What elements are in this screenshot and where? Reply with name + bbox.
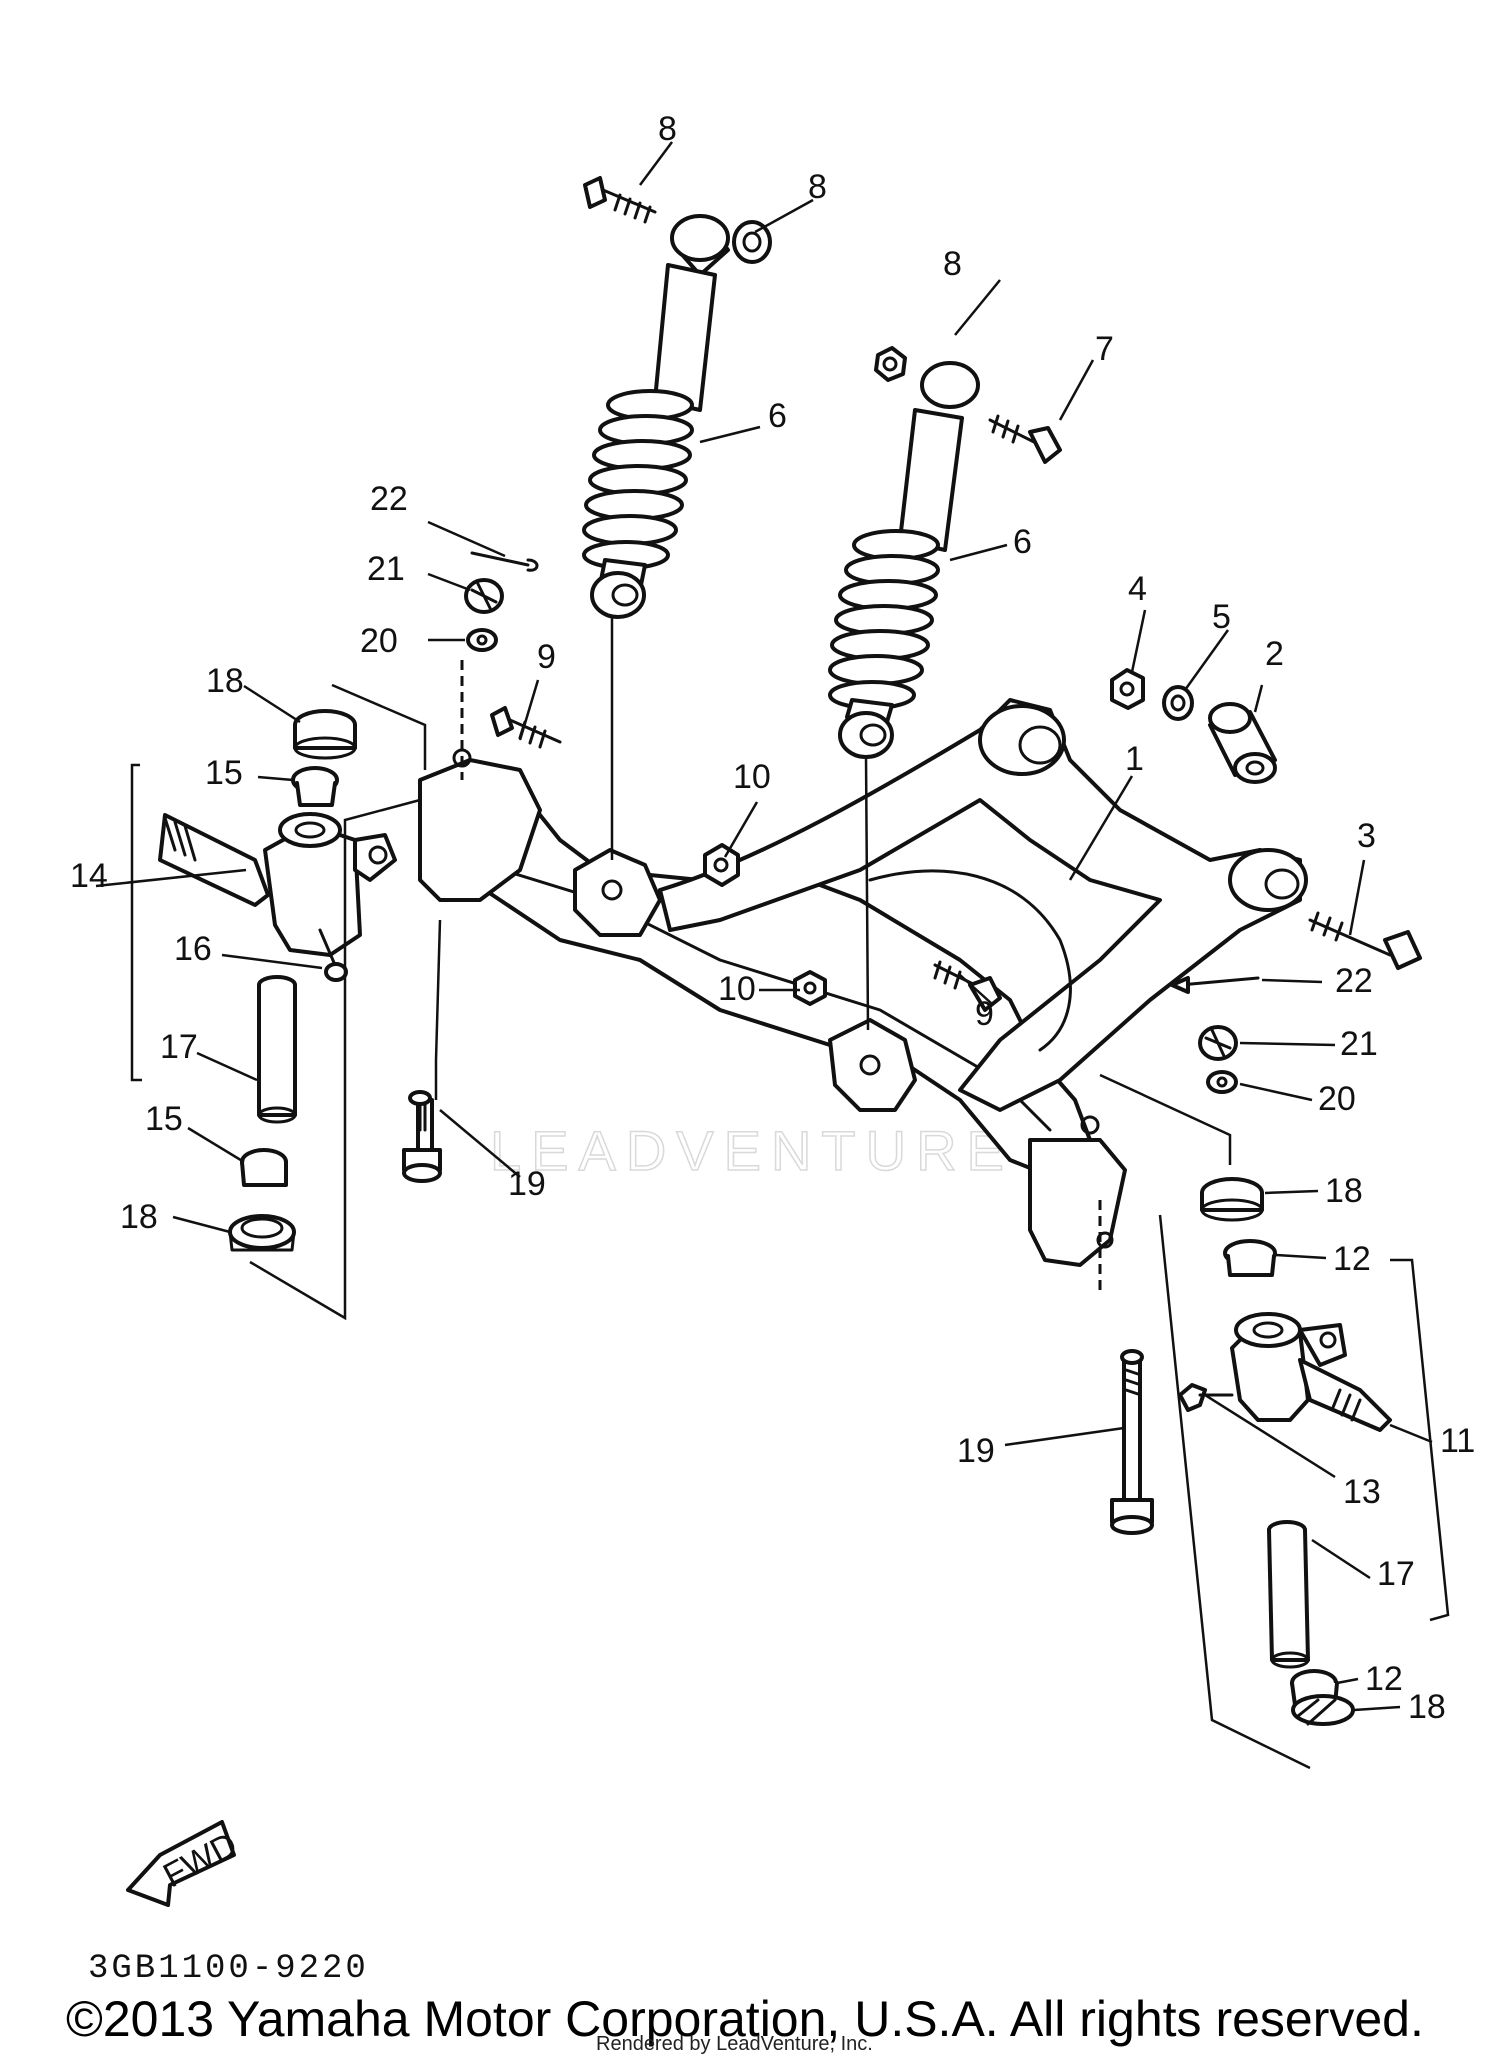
callout-9-right: 9 bbox=[975, 995, 994, 1033]
callout-7-upper-left: 8 bbox=[658, 110, 677, 148]
washer bbox=[1162, 685, 1194, 721]
drawing-code: 3GB1100-9220 bbox=[88, 1950, 369, 1988]
kingpin-bolt-left bbox=[402, 1090, 442, 1183]
castle-nut-right bbox=[1198, 1025, 1238, 1061]
watermark-text: LEADVENTURE bbox=[490, 1119, 1014, 1182]
callout-9-left: 9 bbox=[537, 638, 556, 676]
callout-1: 1 bbox=[1125, 740, 1144, 778]
rendered-by-note: Rendered by LeadVenture, Inc. bbox=[596, 2033, 873, 2055]
callout-12-upper: 12 bbox=[1333, 1240, 1371, 1278]
callout-20-right: 20 bbox=[1318, 1080, 1356, 1118]
frame-bolt-left bbox=[490, 706, 562, 749]
callout-6-right: 6 bbox=[1013, 523, 1032, 561]
frame-nut-upper bbox=[703, 843, 740, 887]
bushing bbox=[1208, 702, 1277, 784]
bushing-lower-left bbox=[240, 1148, 288, 1187]
pivot-collar-right bbox=[1267, 1520, 1310, 1669]
callout-8-upper-left: 8 bbox=[808, 168, 827, 206]
callout-17-right: 17 bbox=[1377, 1555, 1415, 1593]
copyright-notice: ©2013 Yamaha Motor Corporation, U.S.A. A… bbox=[66, 1991, 1424, 2047]
callout-18-lower-right: 18 bbox=[1408, 1688, 1446, 1726]
cap-upper-left bbox=[293, 709, 357, 760]
arm-pivot-bolt bbox=[1308, 911, 1422, 970]
cap-upper-right bbox=[1200, 1177, 1264, 1222]
a-arm bbox=[658, 698, 1308, 1112]
frame-bolt-right bbox=[933, 960, 1002, 1012]
callout-22-left: 22 bbox=[370, 480, 408, 518]
bushing-upper-right bbox=[1223, 1239, 1277, 1277]
shock-nut-upper-right bbox=[874, 346, 907, 382]
steering-knuckle-right bbox=[1230, 1312, 1392, 1432]
castle-nut-left bbox=[464, 578, 504, 614]
washer-left bbox=[466, 628, 498, 652]
shock-nut-upper-left bbox=[732, 220, 772, 264]
callout-19-left: 19 bbox=[508, 1165, 546, 1203]
callout-17-left: 17 bbox=[160, 1028, 198, 1066]
cotter-pin-right bbox=[1170, 976, 1260, 994]
front-axle-frame bbox=[418, 748, 1127, 1267]
callout-14: 14 bbox=[70, 857, 108, 895]
callout-12-lower: 12 bbox=[1365, 1660, 1403, 1698]
callout-18-upper-left: 18 bbox=[206, 662, 244, 700]
callout-5: 5 bbox=[1212, 598, 1231, 636]
coil-spring bbox=[828, 529, 940, 710]
callout-10-upper: 10 bbox=[733, 758, 771, 796]
callout-18-upper-right: 18 bbox=[1325, 1172, 1363, 1210]
callout-numbers: 8 8 6 8 7 6 22 21 20 18 15 14 16 17 15 1… bbox=[70, 110, 1475, 1726]
callout-13: 13 bbox=[1343, 1473, 1381, 1511]
callout-19-right: 19 bbox=[957, 1432, 995, 1470]
seal-lower-right bbox=[1291, 1694, 1355, 1726]
shock-absorber-right bbox=[828, 361, 980, 759]
cotter-pin-left bbox=[470, 551, 539, 572]
callout-3: 3 bbox=[1357, 817, 1376, 855]
kingpin-bolt-right bbox=[1110, 1349, 1154, 1535]
fwd-arrow-icon: FWD bbox=[126, 1820, 243, 1907]
coil-spring bbox=[582, 389, 694, 570]
pivot-collar-left bbox=[257, 975, 297, 1124]
callout-2: 2 bbox=[1265, 635, 1284, 673]
shock-bolt-upper-right bbox=[988, 414, 1062, 464]
nut bbox=[1110, 668, 1145, 710]
callout-8-upper-right: 8 bbox=[943, 245, 962, 283]
bushing-upper-left bbox=[291, 766, 339, 807]
callout-18-lower-left: 18 bbox=[120, 1198, 158, 1236]
callout-7-upper-right: 7 bbox=[1095, 330, 1114, 368]
callout-6-left: 6 bbox=[768, 397, 787, 435]
callout-15-lower-left: 15 bbox=[145, 1100, 183, 1138]
callout-21-right: 21 bbox=[1340, 1025, 1378, 1063]
callout-leaders bbox=[95, 141, 1433, 1712]
seal-lower-left bbox=[228, 1214, 296, 1252]
callout-11: 11 bbox=[1440, 1422, 1475, 1460]
frame-nut-lower bbox=[793, 970, 827, 1006]
callout-10-lower: 10 bbox=[718, 970, 756, 1008]
callout-16: 16 bbox=[174, 930, 212, 968]
washer-right bbox=[1206, 1070, 1238, 1094]
callout-15-upper-left: 15 bbox=[205, 754, 243, 792]
shock-bolt-upper-left bbox=[583, 176, 657, 224]
callout-22-right: 22 bbox=[1335, 962, 1373, 1000]
callout-21-left: 21 bbox=[367, 550, 405, 588]
callout-4: 4 bbox=[1128, 570, 1147, 608]
callout-20-left: 20 bbox=[360, 622, 398, 660]
shock-absorber-left bbox=[582, 214, 730, 619]
